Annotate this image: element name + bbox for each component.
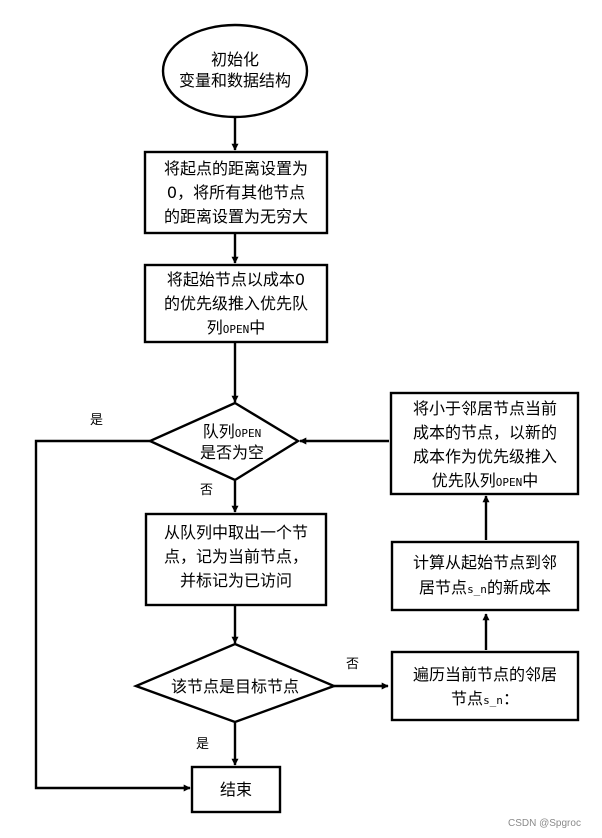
node-compute-cost-line-1: 计算从起始节点到邻 — [413, 553, 557, 572]
edge-label-queue-empty-yes: 是 — [90, 413, 103, 428]
node-is-goal: 该节点是目标节点 — [132, 642, 338, 724]
node-iterate-neighbors-line-2: 节点s_n： — [451, 689, 519, 708]
node-start-line-2: 变量和数据结构 — [179, 71, 291, 90]
watermark: CSDN @Spgroc — [508, 818, 581, 829]
node-queue-empty-line-2: 是否为空 — [200, 443, 264, 462]
node-iterate-neighbors-line-1: 遍历当前节点的邻居 — [413, 665, 557, 684]
node-is-goal-line-1: 该节点是目标节点 — [171, 677, 299, 696]
edge-label-is-goal-yes: 是 — [196, 737, 209, 752]
node-pop-node-line-2: 点，记为当前节点， — [164, 547, 308, 566]
node-end: 结束 — [190, 765, 282, 814]
node-update-queue-line-4: 优先队列OPEN中 — [432, 471, 539, 490]
node-update-queue-line-3: 成本作为优先级推入 — [413, 447, 557, 466]
node-update-queue-line-2: 成本的节点，以新的 — [413, 423, 557, 442]
node-iterate-neighbors: 遍历当前节点的邻居 节点s_n： — [390, 650, 580, 722]
node-init-distance: 将起点的距离设置为 0，将所有其他节点 的距离设置为无穷大 — [143, 150, 329, 235]
edge-label-queue-empty-no: 否 — [200, 483, 213, 498]
node-init-distance-line-1: 将起点的距离设置为 — [164, 159, 308, 178]
edges — [34, 117, 490, 792]
node-end-line-1: 结束 — [220, 780, 252, 799]
node-start-line-1: 初始化 — [211, 50, 259, 69]
node-init-distance-line-3: 的距离设置为无穷大 — [164, 207, 308, 226]
node-queue-empty: 队列OPEN 是否为空 — [147, 401, 301, 482]
node-compute-cost: 计算从起始节点到邻 居节点s_n的新成本 — [390, 540, 580, 612]
node-pop-node: 从队列中取出一个节 点，记为当前节点， 并标记为已访问 — [144, 512, 328, 607]
node-pop-node-line-1: 从队列中取出一个节 — [164, 523, 308, 542]
node-push-start: 将起始节点以成本0 的优先级推入优先队 列OPEN中 — [143, 263, 329, 344]
node-pop-node-line-3: 并标记为已访问 — [180, 571, 292, 590]
node-update-queue: 将小于邻居节点当前 成本的节点，以新的 成本作为优先级推入 优先队列OPEN中 — [389, 391, 580, 496]
node-update-queue-line-1: 将小于邻居节点当前 — [413, 399, 557, 418]
node-init-distance-line-2: 0，将所有其他节点 — [167, 183, 305, 202]
edge-label-is-goal-no: 否 — [346, 657, 359, 672]
node-start: 初始化 变量和数据结构 — [161, 23, 309, 119]
node-push-start-line-3: 列OPEN中 — [207, 318, 266, 337]
node-push-start-line-2: 的优先级推入优先队 — [164, 294, 308, 313]
node-compute-cost-line-2: 居节点s_n的新成本 — [419, 578, 551, 597]
node-push-start-line-1: 将起始节点以成本0 — [167, 270, 305, 289]
node-queue-empty-line-1: 队列OPEN — [203, 422, 262, 441]
edge-queue-empty-yes — [34, 439, 191, 792]
